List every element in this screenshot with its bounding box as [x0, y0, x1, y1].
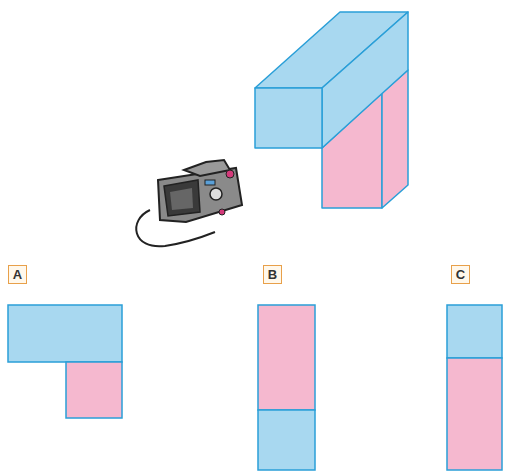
view-a-blue: [8, 305, 122, 362]
camera-screen-glass: [170, 188, 193, 210]
option-letter: C: [456, 268, 465, 281]
camera-button: [205, 180, 215, 185]
blue-side-face: [322, 12, 408, 148]
camera-screen: [164, 180, 200, 216]
solid-object: [255, 12, 408, 208]
view-c-blue: [447, 305, 502, 358]
camera-top: [184, 160, 230, 176]
view-b-blue: [258, 410, 315, 470]
camera-shutter: [226, 170, 234, 178]
view-b-pink: [258, 305, 315, 410]
camera-dial: [210, 188, 222, 200]
camera: [136, 160, 242, 246]
option-label: A: [8, 265, 27, 284]
option-letter: B: [268, 268, 277, 281]
view-a-pink: [66, 362, 122, 418]
blue-front-face: [255, 88, 322, 148]
option-letter: A: [13, 268, 22, 281]
option-label: B: [263, 265, 282, 284]
option-label: C: [451, 265, 470, 284]
option-views: [8, 305, 502, 470]
camera-led: [219, 209, 225, 215]
view-c-pink: [447, 358, 502, 470]
